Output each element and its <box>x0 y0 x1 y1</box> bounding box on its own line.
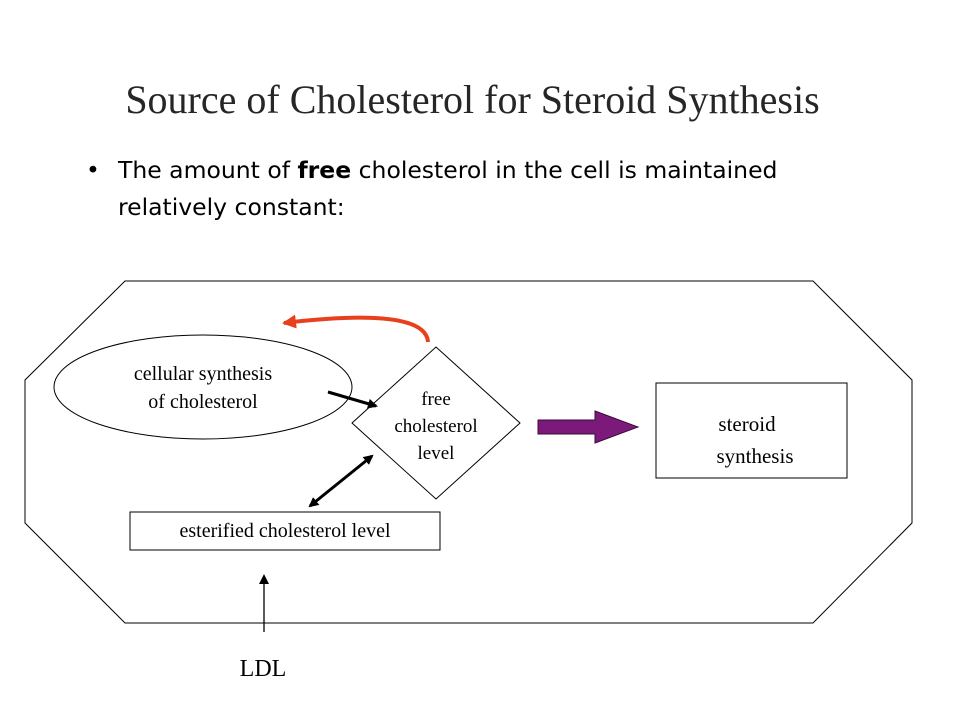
steroid-synthesis-line-1: steroid <box>718 412 776 436</box>
ldl-node <box>221 644 305 696</box>
free-to-steroid-big-arrow <box>537 410 640 444</box>
cellular-synthesis-node <box>53 334 353 440</box>
free-cholesterol-line-1: free <box>421 389 451 410</box>
free-cholesterol-node <box>351 346 521 500</box>
steroid-synthesis-node <box>655 382 848 479</box>
esterified-node <box>129 511 441 551</box>
free-cholesterol-line-2: cholesterol <box>394 416 478 437</box>
bullet-suffix: cholesterol in the cell is maintained re… <box>118 156 778 221</box>
steroid-synthesis-label: steroid synthesis <box>690 408 820 472</box>
cellular-synthesis-label: cellular synthesis of cholesterol <box>58 360 348 416</box>
slide-title: Source of Cholesterol for Steroid Synthe… <box>125 77 820 122</box>
free-cholesterol-line-3: level <box>417 443 455 464</box>
feedback-inhibition-arrow <box>282 314 430 343</box>
cellular-synthesis-line-1: cellular synthesis <box>133 363 273 385</box>
cell-boundary <box>24 280 913 624</box>
esterified-free-double-arrow <box>308 454 374 508</box>
bullet-prefix: The amount of <box>118 156 298 184</box>
synthesis-to-free-arrow <box>327 390 378 409</box>
free-cholesterol-label: free cholesterol level <box>366 386 506 467</box>
bullet-bold-word: free <box>297 156 352 184</box>
esterified-label: esterified cholesterol level <box>179 520 391 542</box>
bullet-text: The amount of free cholesterol in the ce… <box>118 152 808 226</box>
ldl-label: LDL <box>239 656 287 682</box>
bullet-dot-icon: • <box>86 156 100 184</box>
steroid-synthesis-line-2: synthesis <box>716 444 794 468</box>
cellular-synthesis-line-2: of cholesterol <box>148 391 258 413</box>
